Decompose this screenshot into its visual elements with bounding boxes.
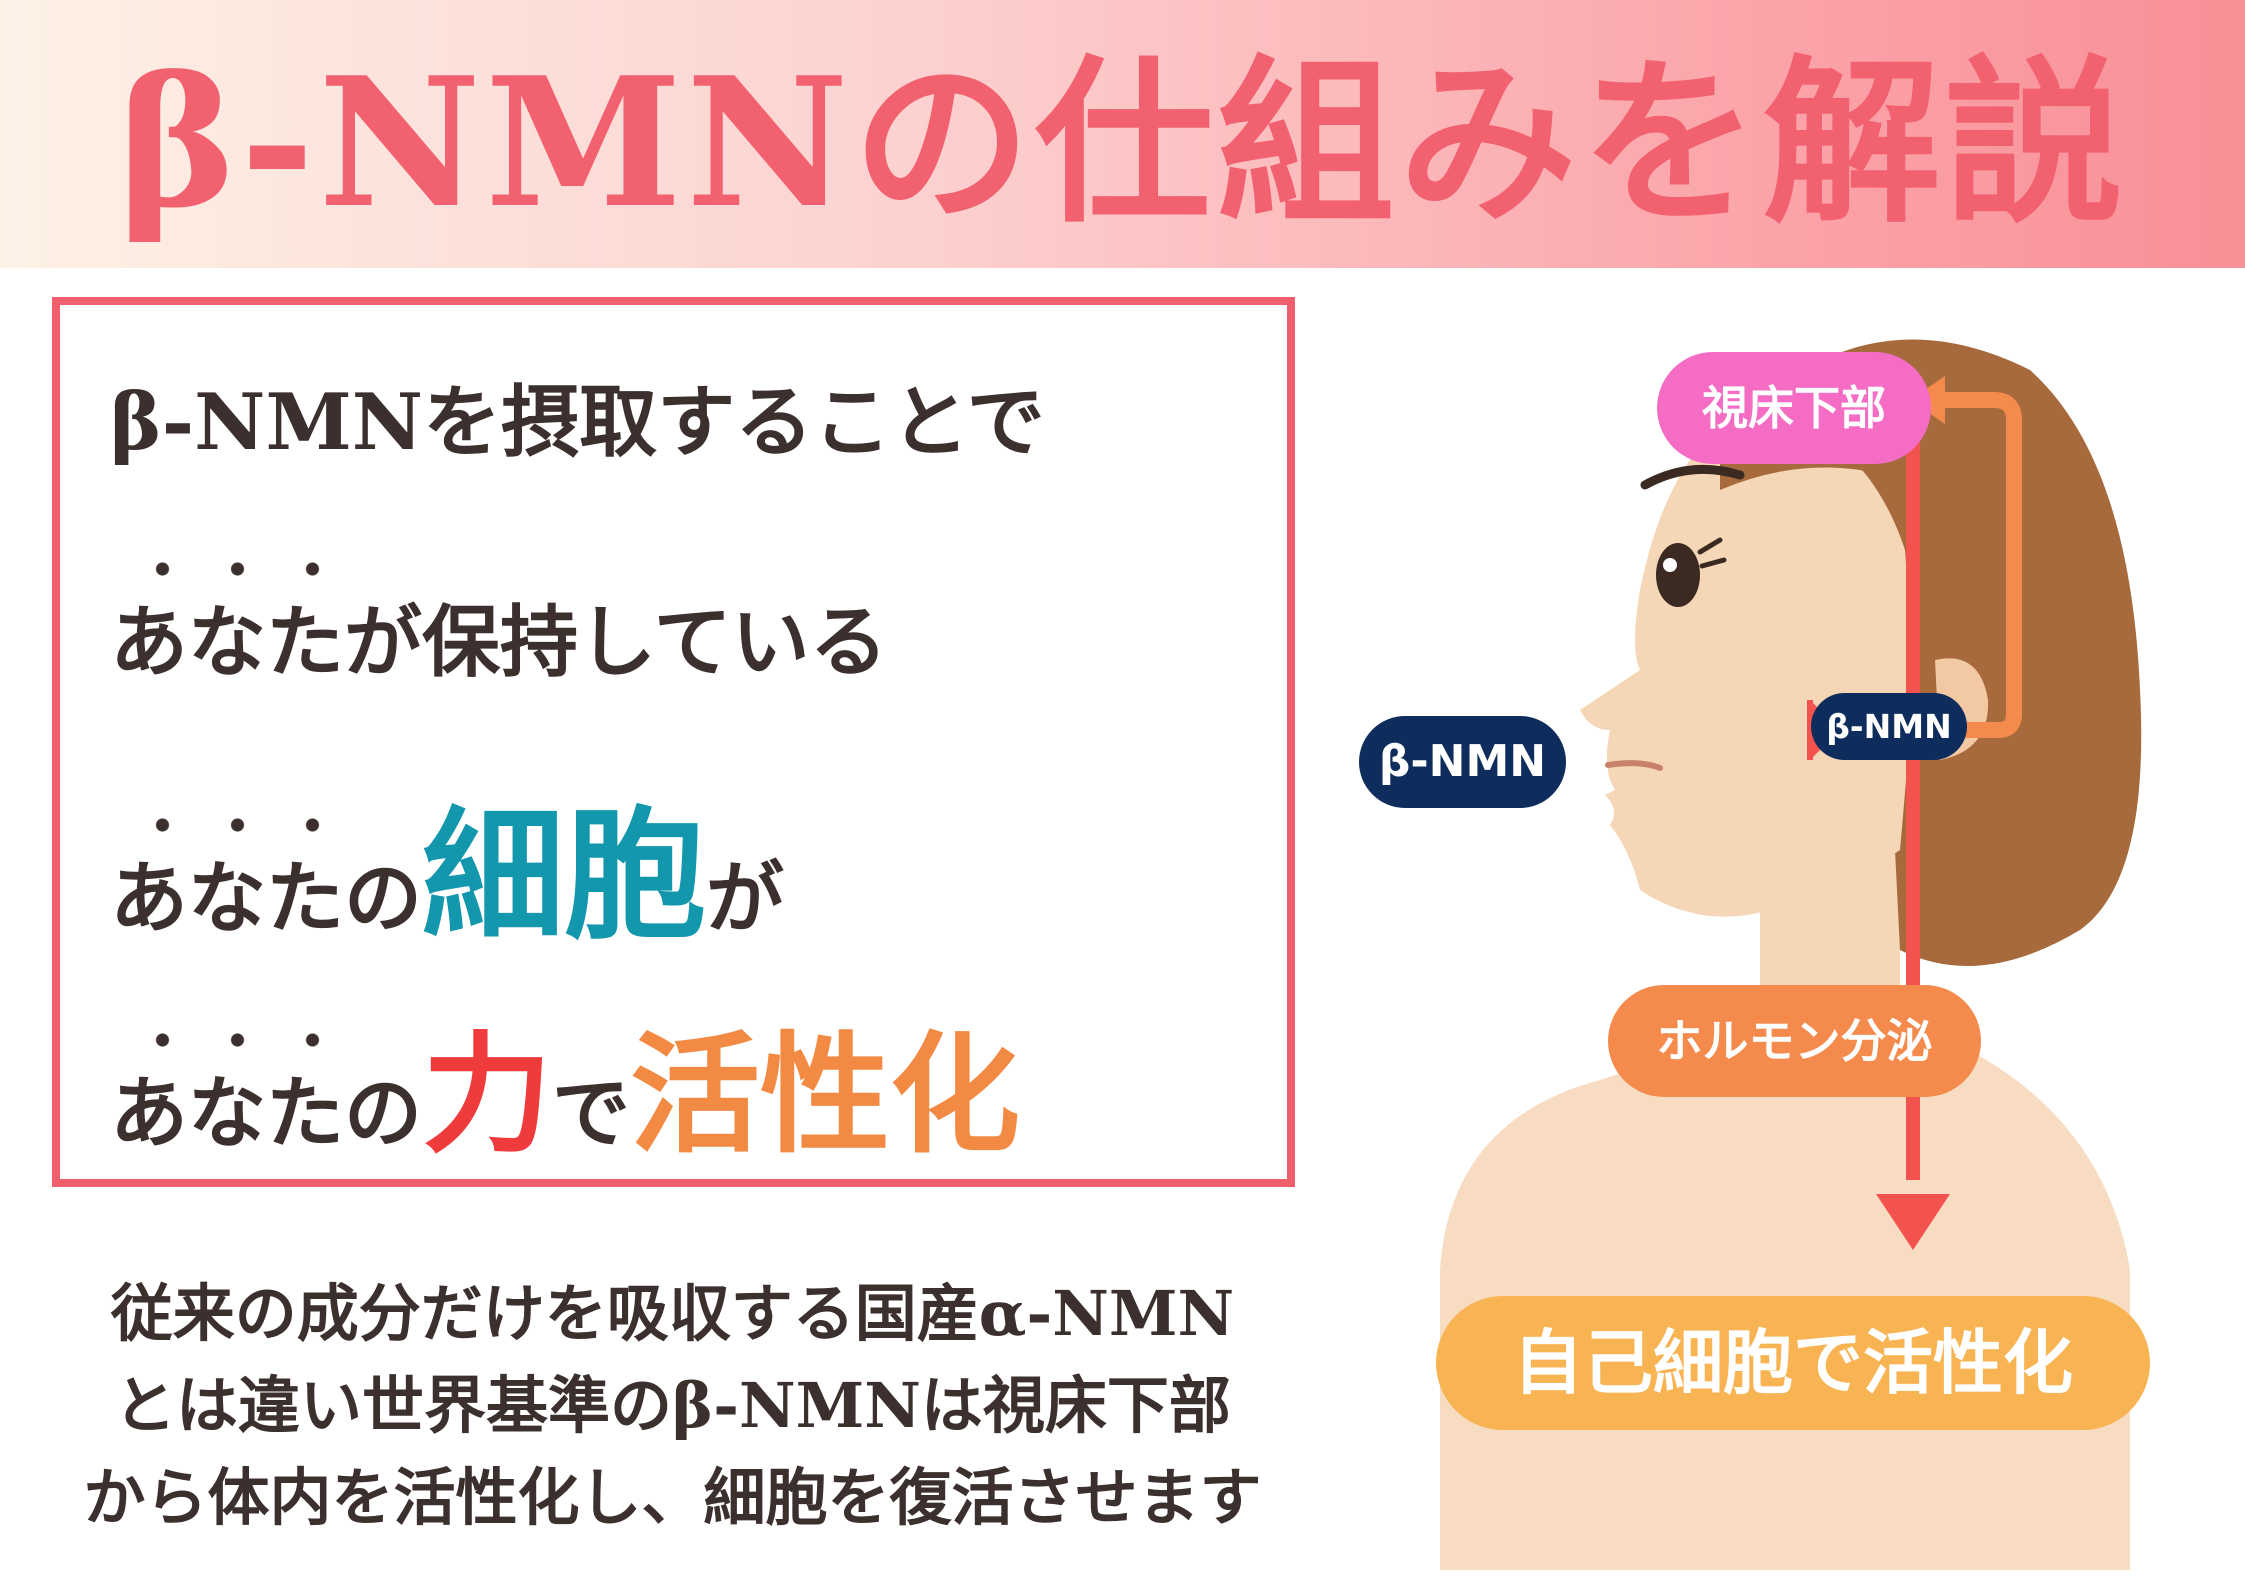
message-line-1-text: β-NMNを摂取することで (110, 377, 1045, 468)
message-line-1: β-NMNを摂取することで (110, 360, 1045, 472)
loop-arrow (1925, 392, 2022, 738)
emphasis-you: あなた (110, 562, 345, 692)
highlight-power: 力 (422, 1018, 553, 1171)
nmn-inside-badge: β-NMN (1811, 693, 1967, 760)
eye (1656, 543, 1700, 607)
body-shape (1440, 1020, 2130, 1570)
particle-no: の (344, 1068, 423, 1159)
particle-ga: が (706, 853, 785, 944)
particle-no: の (344, 853, 423, 944)
description-line-2: とは違い世界基準のβ-NMNは視床下部 (114, 1369, 1231, 1442)
hormone-label: ホルモン分泌 (1608, 985, 1981, 1097)
hypothalamus-label: 視床下部 (1657, 352, 1931, 464)
message-line-2-rest: が保持している (344, 597, 888, 688)
result-label: 自己細胞で活性化 (1436, 1296, 2150, 1430)
highlight-cells: 細胞 (422, 793, 707, 959)
eye-highlight (1663, 558, 1677, 572)
nmn-outside-badge: β-NMN (1359, 716, 1566, 808)
particle-de: で (552, 1068, 631, 1159)
mouth (1605, 760, 1663, 771)
page-title: β-NMNの仕組みを解説 (118, 38, 2127, 247)
message-line-2: あなたが保持している (110, 562, 888, 692)
face-shape (1580, 400, 1920, 917)
description-line-1: 従来の成分だけを吸収する国産α-NMN (110, 1277, 1235, 1350)
emphasis-you: あなた (110, 818, 345, 948)
message-line-4: あなたの力で活性化 (110, 990, 1020, 1178)
message-line-3: あなたの細胞が (110, 760, 784, 966)
description-line-3: から体内を活性化し、細胞を復活させます (83, 1461, 1262, 1534)
eyelashes (1697, 537, 1727, 569)
emphasis-you: あなた (110, 1033, 345, 1163)
description: 従来の成分だけを吸収する国産α-NMN とは違い世界基準のβ-NMNは視床下部 … (40, 1268, 1305, 1544)
highlight-activate: 活性化 (630, 1018, 1021, 1171)
header-banner (0, 0, 2245, 268)
main-arrowhead-icon (1876, 1194, 1950, 1250)
eyebrow (1640, 464, 1745, 490)
